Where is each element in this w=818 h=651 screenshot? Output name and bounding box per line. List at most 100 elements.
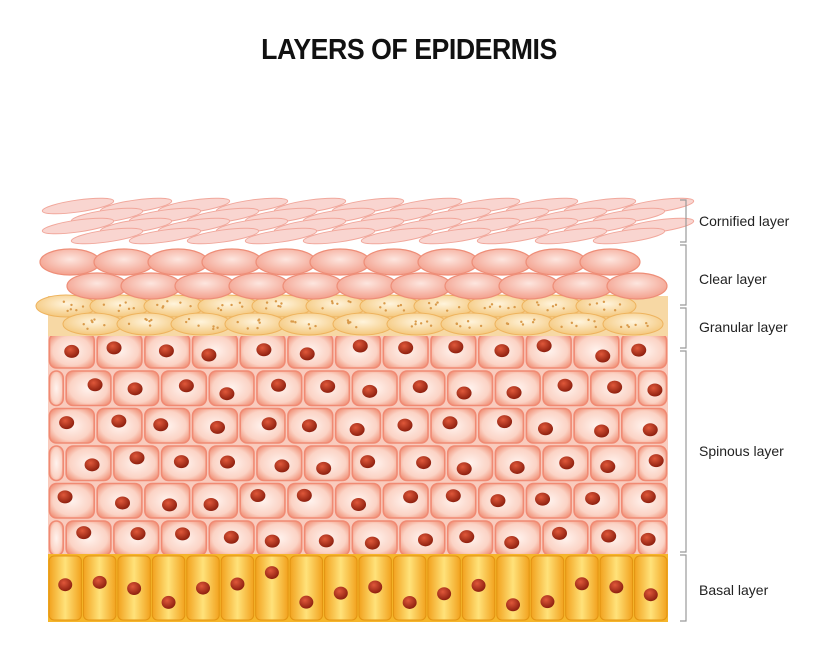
granule-dot [128, 308, 130, 310]
granule-dot [257, 319, 259, 321]
granule-dot [571, 322, 573, 324]
cell-nucleus [403, 596, 417, 609]
cell-nucleus [535, 493, 550, 506]
clear-cell [526, 249, 586, 275]
granule-dot [397, 305, 399, 307]
cell-nucleus [179, 379, 194, 392]
granular-cell [495, 313, 555, 335]
cell-nucleus [457, 387, 472, 400]
clear-cell [310, 249, 370, 275]
cell-nucleus [575, 577, 589, 590]
cell-nucleus [196, 582, 210, 595]
granule-dot [275, 300, 277, 302]
granule-dot [189, 305, 191, 307]
clear-cell [283, 273, 343, 299]
granule-dot [66, 310, 68, 312]
granule-dot [589, 303, 591, 305]
clear-bracket [680, 245, 686, 305]
cell-nucleus [403, 490, 418, 503]
cell-nucleus [334, 587, 348, 600]
clear-cell [499, 273, 559, 299]
basal-cell [290, 556, 322, 620]
cell-nucleus [85, 458, 100, 471]
granule-dot [546, 309, 548, 311]
granule-dot [619, 303, 621, 305]
spinous-cell [574, 334, 619, 369]
cell-nucleus [127, 582, 141, 595]
granule-dot [430, 325, 432, 327]
cell-nucleus [210, 421, 225, 434]
granular-layer-cells [36, 295, 668, 336]
cell-nucleus [153, 418, 168, 431]
granule-dot [63, 301, 65, 303]
granular-cell [225, 313, 285, 335]
cell-nucleus [219, 387, 234, 400]
granule-dot [280, 302, 282, 304]
granule-dot [133, 307, 135, 309]
cell-nucleus [600, 460, 615, 473]
granule-dot [533, 318, 535, 320]
granule-dot [86, 328, 88, 330]
cell-nucleus [115, 496, 130, 509]
granule-dot [468, 326, 470, 328]
granule-dot [552, 305, 554, 307]
cell-nucleus [262, 417, 277, 430]
granule-dot [185, 321, 187, 323]
spinous-cell [622, 409, 667, 444]
granule-dot [128, 323, 130, 325]
granule-dot [614, 309, 616, 311]
basal-cell [393, 556, 425, 620]
cell-nucleus [641, 533, 656, 546]
granule-dot [241, 305, 243, 307]
cell-nucleus [162, 596, 176, 609]
spinous-cell [209, 371, 254, 406]
granule-dot [646, 325, 648, 327]
granule-dot [400, 304, 402, 306]
granule-dot [236, 321, 238, 323]
cell-nucleus [319, 534, 334, 547]
cell-nucleus [459, 530, 474, 543]
granule-dot [119, 304, 121, 306]
granule-dot [532, 321, 534, 323]
cell-nucleus [494, 344, 509, 357]
clear-layer-label: Clear layer [699, 271, 767, 287]
granule-dot [491, 303, 493, 305]
cell-nucleus [230, 578, 244, 591]
granule-dot [294, 321, 296, 323]
cornified-layer-cells [42, 195, 695, 247]
granule-dot [258, 322, 260, 324]
granule-dot [197, 325, 199, 327]
granular-cell [171, 313, 231, 335]
granule-dot [150, 319, 152, 321]
granule-dot [507, 307, 509, 309]
granular-cell [333, 313, 393, 335]
granule-dot [536, 301, 538, 303]
cell-nucleus [320, 380, 335, 393]
cell-nucleus [457, 462, 472, 475]
granule-dot [446, 309, 448, 311]
cell-nucleus [300, 347, 315, 360]
cell-nucleus [265, 535, 280, 548]
cell-nucleus [360, 455, 375, 468]
cell-nucleus [643, 423, 658, 436]
granule-dot [83, 323, 85, 325]
granule-dot [563, 307, 565, 309]
granule-dot [414, 323, 416, 325]
granule-dot [212, 325, 214, 327]
cell-nucleus [351, 498, 366, 511]
cell-nucleus [416, 456, 431, 469]
granule-dot [347, 300, 349, 302]
cell-nucleus [107, 341, 122, 354]
spinous-cell [495, 521, 540, 556]
granule-dot [626, 324, 628, 326]
clear-cell [256, 249, 316, 275]
clear-cell [94, 249, 154, 275]
cell-nucleus [88, 378, 103, 391]
granule-dot [593, 320, 595, 322]
cell-nucleus [175, 527, 190, 540]
basal-layer-label: Basal layer [699, 582, 769, 598]
granule-dot [436, 301, 438, 303]
granule-dot [91, 321, 93, 323]
cell-nucleus [506, 598, 520, 611]
granule-dot [156, 304, 158, 306]
